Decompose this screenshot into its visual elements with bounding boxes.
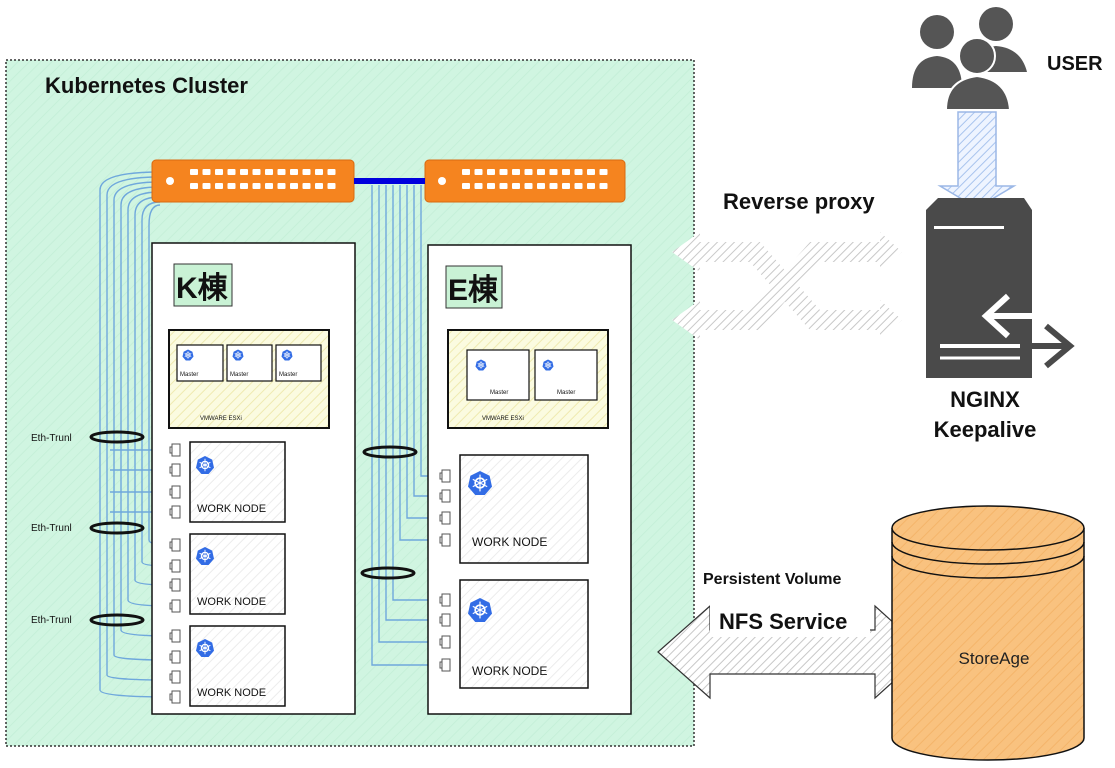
switch-port — [290, 183, 298, 189]
master-label: Master — [279, 372, 297, 378]
switch-port — [549, 169, 558, 175]
switch-port — [499, 183, 508, 189]
switch-port — [599, 183, 608, 189]
e-work-node-1: WORK NODE — [459, 454, 589, 564]
switch-port — [487, 183, 495, 189]
switch-port — [537, 169, 545, 175]
esxi-label: VMWARE ESXi — [200, 416, 242, 422]
building-e-label: E棟 — [448, 274, 499, 307]
switch-port — [277, 183, 286, 189]
reverse-proxy-label: Reverse proxy — [723, 189, 875, 214]
switch-port — [537, 183, 545, 189]
nfs-label: NFS Service — [719, 609, 847, 634]
nfs-label-bg — [710, 603, 870, 637]
work-node-label: WORK NODE — [472, 535, 547, 549]
esxi-e: Master Master VMWARE ESXi — [447, 329, 609, 429]
switch-port — [227, 183, 236, 189]
k-work-node-2: WORK NODE — [189, 533, 286, 615]
switch-port — [462, 183, 470, 189]
switch-port — [277, 169, 286, 175]
storage-cylinder — [891, 505, 1085, 761]
switch-port — [290, 169, 298, 175]
work-node-label: WORK NODE — [197, 596, 266, 608]
switch-port — [252, 169, 261, 175]
k-work-node-3: WORK NODE — [189, 625, 286, 707]
switch-port — [302, 183, 311, 189]
switch-port — [190, 183, 198, 189]
switch-port — [512, 183, 520, 189]
switch-port — [587, 169, 595, 175]
switch-port — [227, 169, 236, 175]
work-node-label: WORK NODE — [472, 664, 547, 678]
master-label: Master — [557, 390, 575, 396]
switch-port — [562, 169, 570, 175]
switch-port — [215, 183, 223, 189]
user-label: USER — [1047, 53, 1103, 75]
switch-port — [327, 169, 336, 175]
k-work-node-1: WORK NODE — [189, 441, 286, 523]
switch-port — [574, 169, 583, 175]
e-work-node-2: WORK NODE — [459, 579, 589, 689]
switch-port — [599, 169, 608, 175]
user-to-nginx-arrow — [937, 111, 1017, 209]
switch-port — [524, 169, 533, 175]
switch-port — [252, 183, 261, 189]
building-k-label: K棟 — [176, 272, 229, 305]
switch-port — [524, 183, 533, 189]
switch-port — [587, 183, 595, 189]
nginx-server-icon — [926, 198, 1075, 378]
switch-port — [215, 169, 223, 175]
switch-port — [265, 183, 273, 189]
switch-port — [474, 183, 483, 189]
switch-ports — [190, 169, 608, 189]
master-label: Master — [490, 390, 508, 396]
esxi-k: Master Master Master VMWARE ESXi — [168, 329, 330, 429]
master-label: Master — [230, 372, 248, 378]
esxi-label: VMWARE ESXi — [482, 416, 524, 422]
users-icon — [912, 7, 1027, 111]
switch-port — [190, 169, 198, 175]
reverse-proxy-icon — [672, 232, 902, 340]
trunk-label-2: Eth-Trunl — [31, 523, 72, 534]
switch-port — [202, 183, 211, 189]
work-node-label: WORK NODE — [197, 503, 266, 515]
persistent-volume-label: Persistent Volume — [703, 571, 842, 588]
switch-port — [202, 169, 211, 175]
switch-port — [462, 169, 470, 175]
cluster-title: Kubernetes Cluster — [45, 73, 248, 98]
trunk-label-1: Eth-Trunl — [31, 433, 72, 444]
master-label: Master — [180, 372, 198, 378]
switch-port — [240, 169, 248, 175]
switch-port — [499, 169, 508, 175]
switch-port — [574, 183, 583, 189]
switch-port — [315, 169, 323, 175]
switch-port — [327, 183, 336, 189]
switch-k — [151, 159, 355, 203]
switch-port — [474, 169, 483, 175]
work-node-label: WORK NODE — [197, 687, 266, 699]
switch-port — [240, 183, 248, 189]
switch-port — [487, 169, 495, 175]
switch-port — [315, 183, 323, 189]
nginx-label: NGINX — [950, 387, 1020, 412]
keepalive-label: Keepalive — [934, 417, 1037, 442]
switch-port — [562, 183, 570, 189]
switch-port — [302, 169, 311, 175]
switch-port — [265, 169, 273, 175]
storage-label: StoreAge — [959, 649, 1030, 668]
switch-port — [549, 183, 558, 189]
trunk-label-3: Eth-Trunl — [31, 615, 72, 626]
switch-e — [424, 159, 626, 203]
trunk-ellipses — [89, 430, 418, 627]
switch-port — [512, 169, 520, 175]
